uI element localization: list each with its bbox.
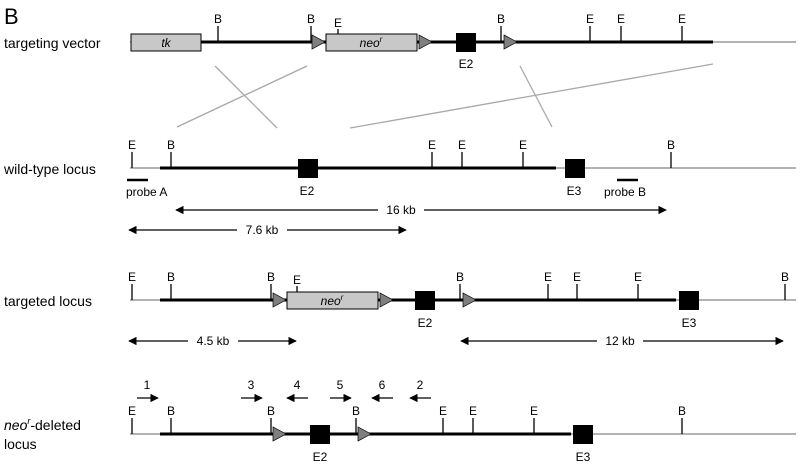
exon-e3-label: E3 [576, 450, 591, 464]
site-e: E [469, 404, 477, 418]
tk-label: tk [161, 36, 171, 50]
site-e: E [458, 138, 466, 152]
site-e: E [586, 12, 594, 26]
loxp-triangle [311, 34, 326, 50]
loxp-triangle [272, 292, 287, 308]
site-b: B [781, 270, 789, 284]
site-b: B [167, 404, 175, 418]
fragment-4.5kb-label: 4.5 kb [197, 334, 230, 348]
primer-5-label: 5 [337, 378, 344, 392]
primer-2-label: 2 [417, 378, 424, 392]
exon-e2-box [456, 33, 476, 52]
label-mask [188, 332, 238, 347]
site-e: E [678, 12, 686, 26]
exon-e2-box [298, 159, 318, 178]
probe-b-label: probe B [604, 185, 646, 199]
site-e: E [617, 12, 625, 26]
exon-e2-label: E2 [459, 57, 474, 71]
loxp-triangle [357, 426, 372, 442]
site-e: E [634, 270, 642, 284]
site-b: B [267, 404, 275, 418]
probe-a-label: probe A [126, 185, 167, 199]
exon-e3-label: E3 [682, 316, 697, 330]
exon-e3-label: E3 [567, 184, 582, 198]
row-label-wild-type-locus: wild-type locus [3, 161, 96, 177]
site-e: E [519, 138, 527, 152]
site-b: B [352, 404, 360, 418]
fragment-16kb-label: 16 kb [386, 203, 416, 217]
primer-6-label: 6 [379, 378, 386, 392]
site-e: E [439, 404, 447, 418]
exon-e3-box [679, 291, 699, 310]
neo-label: neor [321, 293, 344, 308]
neo-cassette [325, 33, 418, 52]
exon-e3-box [565, 159, 585, 178]
primer-3-label: 3 [248, 378, 255, 392]
crossover-line [519, 65, 553, 128]
primer-4-label: 4 [294, 378, 301, 392]
site-e: E [530, 404, 538, 418]
exon-e2-box [415, 291, 435, 310]
loxp-triangle [272, 426, 287, 442]
exon-e3-box [573, 425, 593, 444]
loxp-triangle [379, 292, 394, 308]
row-label-targeted-locus: targeted locus [4, 293, 92, 309]
site-b: B [667, 138, 675, 152]
site-b: B [167, 270, 175, 284]
site-b: B [167, 138, 175, 152]
site-b: B [456, 270, 464, 284]
loxp-triangle [462, 292, 477, 308]
crossover-line [214, 65, 278, 129]
primer-1-label: 1 [144, 378, 151, 392]
site-e: E [428, 138, 436, 152]
fragment-7.6kb-label: 7.6 kb [246, 223, 279, 237]
site-b: B [267, 270, 275, 284]
neo-cassette [286, 291, 379, 310]
exon-e2-box [310, 425, 330, 444]
panel-label: B [4, 4, 19, 29]
row-label-neo-deleted-locus: neor-deleted [4, 416, 81, 433]
loxp-triangle [418, 34, 433, 50]
label-mask [237, 221, 287, 236]
site-e: E [128, 404, 136, 418]
exon-e2-label: E2 [313, 450, 328, 464]
fragment-12kb-label: 12 kb [605, 334, 635, 348]
site-b: B [497, 12, 505, 26]
site-e: E [128, 138, 136, 152]
site-e: E [573, 270, 581, 284]
neo-label: neor [360, 35, 383, 50]
site-e: E [293, 273, 301, 287]
row-label-locus-line2: locus [4, 436, 37, 452]
tk-cassette [130, 33, 202, 52]
exon-e2-label: E2 [418, 316, 433, 330]
site-e: E [334, 16, 342, 30]
site-e: E [128, 270, 136, 284]
crossover-line [176, 65, 308, 128]
exon-e2-label: E2 [300, 184, 315, 198]
crossover-line [349, 63, 714, 129]
site-b: B [307, 12, 315, 26]
site-b: B [214, 12, 222, 26]
row-label-targeting-vector: targeting vector [4, 35, 101, 51]
label-mask [378, 201, 424, 216]
loxp-triangle [503, 34, 518, 50]
site-e: E [544, 270, 552, 284]
site-b: B [678, 404, 686, 418]
label-mask [597, 332, 643, 347]
